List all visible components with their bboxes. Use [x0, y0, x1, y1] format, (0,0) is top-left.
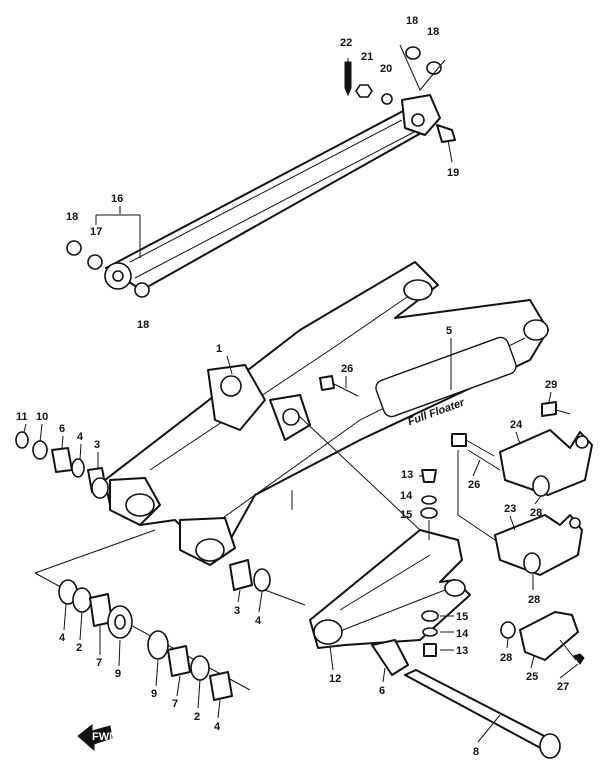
- leader-lines: [23, 206, 579, 743]
- bolt-stack-lower: [421, 610, 454, 657]
- callout-13: 13: [401, 469, 413, 481]
- center-bearings: [229, 559, 306, 606]
- callout-15: 15: [400, 509, 412, 521]
- callout-labels: 22 21 20 18 18 19 16 18 17 18 1 5 26 29 …: [16, 15, 569, 758]
- callout-20: 20: [380, 63, 392, 75]
- callout-14: 14: [400, 490, 413, 502]
- callout-8: 8: [473, 746, 479, 758]
- callout-13: 13: [456, 645, 468, 657]
- bracket-24: [467, 429, 593, 497]
- callout-26: 26: [468, 479, 480, 491]
- callout-4: 4: [255, 615, 262, 627]
- pivot-spacers-left: [15, 431, 109, 499]
- callout-6: 6: [59, 423, 65, 435]
- axle: [371, 639, 561, 759]
- callout-3: 3: [94, 439, 100, 451]
- rod-hardware: [66, 214, 150, 298]
- callout-7: 7: [96, 657, 102, 669]
- callout-18: 18: [406, 15, 418, 27]
- callout-19: 19: [447, 167, 459, 179]
- callout-10: 10: [36, 411, 48, 423]
- callout-27: 27: [557, 681, 569, 693]
- callout-4: 4: [214, 721, 221, 733]
- callout-5: 5: [446, 325, 452, 337]
- bolt-stack-upper: [420, 469, 438, 540]
- callout-18: 18: [427, 26, 439, 38]
- callout-22: 22: [340, 37, 352, 49]
- swingarm: Full Floater: [104, 261, 549, 566]
- callout-2: 2: [194, 711, 200, 723]
- front-arrow-icon: FWD: [77, 723, 117, 752]
- callout-1: 1: [216, 343, 222, 355]
- callout-7: 7: [172, 698, 178, 710]
- bearing-stack-lower-right: [147, 630, 233, 701]
- callout-17: 17: [90, 226, 102, 238]
- callout-11: 11: [16, 411, 28, 423]
- callout-28: 28: [530, 507, 542, 519]
- bearing-stack-lower-left: [34, 529, 251, 691]
- callout-12: 12: [329, 673, 341, 685]
- callout-4: 4: [59, 632, 66, 644]
- callout-14: 14: [456, 628, 469, 640]
- callout-25: 25: [526, 671, 538, 683]
- callout-9: 9: [115, 668, 121, 680]
- callout-18: 18: [137, 319, 149, 331]
- callout-3: 3: [234, 605, 240, 617]
- callout-18: 18: [66, 211, 78, 223]
- callout-29: 29: [545, 379, 557, 391]
- callout-28: 28: [528, 594, 540, 606]
- callout-23: 23: [504, 503, 516, 515]
- upper-hardware: [344, 44, 456, 163]
- callout-26: 26: [341, 363, 353, 375]
- callout-16: 16: [111, 193, 123, 205]
- callout-24: 24: [510, 419, 523, 431]
- bolts: [319, 375, 571, 457]
- callout-4: 4: [77, 431, 84, 443]
- callout-15: 15: [456, 611, 468, 623]
- callout-28: 28: [500, 652, 512, 664]
- callout-2: 2: [76, 642, 82, 654]
- front-arrow-label: FWD: [92, 731, 117, 743]
- bracket-25: [500, 611, 585, 665]
- callout-21: 21: [361, 51, 373, 63]
- cushion-rod: [104, 94, 441, 291]
- callout-9: 9: [151, 688, 157, 700]
- bracket-23: [457, 450, 583, 576]
- callout-6: 6: [379, 685, 385, 697]
